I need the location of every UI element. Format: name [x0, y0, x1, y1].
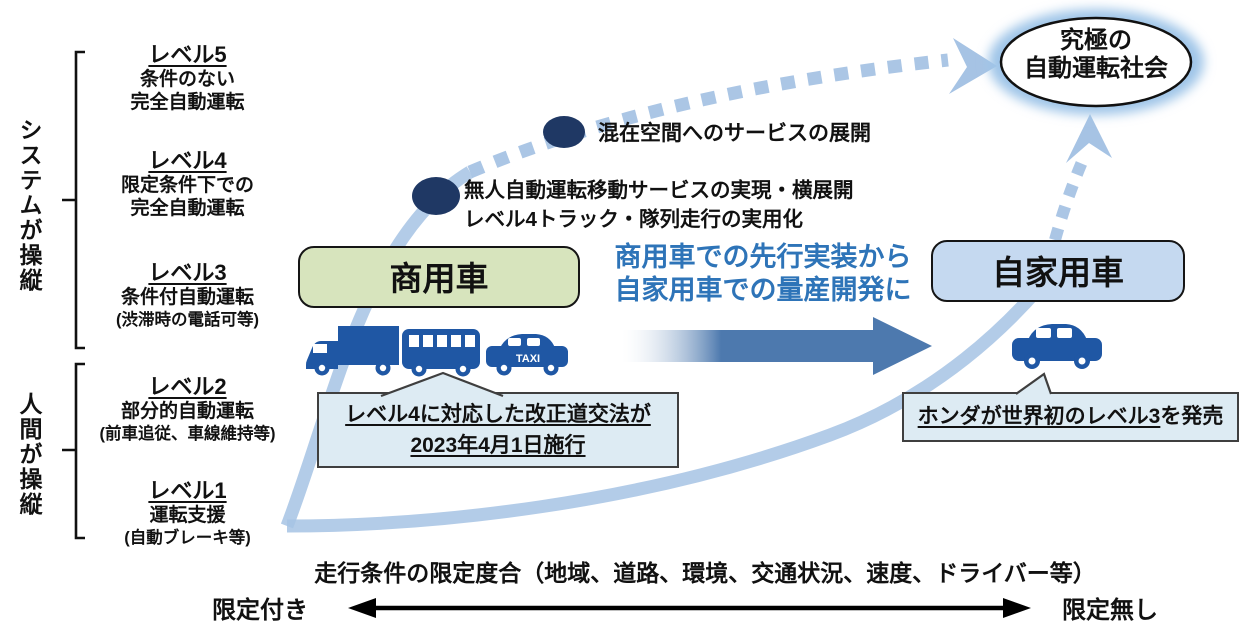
honda-callout: ホンダが世界初のレベル3を発売	[902, 392, 1239, 442]
limitation-axis-left-label: 限定付き	[212, 597, 308, 624]
arrowhead-commercial-path	[949, 38, 997, 94]
milestone-dot-unmanned	[412, 177, 460, 215]
limitation-axis-arrow	[348, 598, 1031, 618]
system-bracket	[62, 50, 85, 350]
milestone-unmanned-line-1: 無人自動運転移動サービスの実現・横展開	[464, 179, 854, 202]
center-message-line-1: 商用車での先行実装から	[614, 242, 912, 272]
level-2-desc-1: 部分的自動運転	[120, 401, 254, 422]
level-1-title: レベル1	[148, 478, 227, 503]
level-4-desc-2: 完全自動運転	[130, 198, 245, 219]
limitation-axis-title: 走行条件の限定度合（地域、道路、環境、交通状況、速度、ドライバー等）	[314, 560, 1096, 586]
taxi-icon: TAXI	[486, 334, 568, 376]
transition-arrow	[622, 317, 932, 375]
dashed-arrow-commercial-path	[467, 53, 949, 178]
shallow-growth-curve	[286, 248, 1074, 533]
taxi-label: TAXI	[516, 353, 540, 365]
honda-callout-rest: を発売	[1160, 405, 1224, 428]
law-callout-line-1: レベル4に対応した改正道交法が	[345, 403, 651, 426]
goal-ellipse	[999, 16, 1193, 108]
level-1-desc-1: 運転支援	[149, 505, 226, 526]
level-2-block: レベル2 部分的自動運転 (前車追従、車線維持等)	[85, 374, 290, 446]
human-operates-label: 人間が操縦	[16, 392, 42, 517]
level-5-title: レベル5	[148, 42, 227, 67]
level-2-desc-2: (前車追従、車線維持等)	[99, 425, 276, 443]
milestone-mixed-space-label: 混在空間へのサービスの展開	[598, 122, 871, 145]
goal-label-line-1: 究極の	[1060, 27, 1132, 54]
level-4-title: レベル4	[148, 148, 227, 173]
center-message: 商用車での先行実装から 自家用車での量産開発に	[596, 241, 930, 307]
level-3-block: レベル3 条件付自動運転 (渋滞時の電話可等)	[85, 260, 290, 332]
level-5-block: レベル5 条件のない 完全自動運転	[85, 42, 290, 114]
level-3-desc-2: (渋滞時の電話可等)	[116, 311, 259, 329]
milestone-dot-mixed-space	[543, 116, 585, 148]
arrowhead-private-path	[1066, 114, 1112, 163]
level-4-block: レベル4 限定条件下での 完全自動運転	[85, 148, 290, 220]
level-4-desc-1: 限定条件下での	[120, 175, 254, 196]
level-3-desc-1: 条件付自動運転	[120, 287, 254, 308]
level-3-title: レベル3	[148, 260, 227, 285]
law-callout-line-2: 2023年4月1日施行	[410, 434, 586, 457]
truck-icon	[306, 326, 399, 376]
limitation-axis-right-label: 限定無し	[1062, 597, 1158, 624]
center-message-line-2: 自家用車での量産開発に	[614, 275, 912, 305]
goal-label: 究極の 自動運転社会	[996, 27, 1196, 83]
bus-icon	[402, 329, 480, 377]
milestone-unmanned-line-2: レベル4トラック・隊列走行の実用化	[464, 208, 803, 231]
level-1-desc-2: (自動ブレーキ等)	[124, 529, 251, 547]
honda-callout-underlined: ホンダが世界初のレベル3	[917, 405, 1161, 428]
system-operates-label: システムが操縦	[16, 118, 42, 293]
milestone-unmanned-label: 無人自動運転移動サービスの実現・横展開 レベル4トラック・隊列走行の実用化	[464, 176, 854, 234]
human-bracket	[62, 362, 85, 540]
private-vehicle-box: 自家用車	[931, 240, 1185, 302]
goal-label-line-2: 自動運転社会	[1024, 55, 1168, 82]
level-1-block: レベル1 運転支援 (自動ブレーキ等)	[85, 478, 290, 550]
level-2-title: レベル2	[148, 374, 227, 399]
dashed-arrow-private-path	[1049, 159, 1088, 242]
car-icon	[1012, 324, 1102, 369]
law-callout: レベル4に対応した改正道交法が 2023年4月1日施行	[317, 392, 679, 468]
commercial-vehicle-box: 商用車	[298, 246, 580, 308]
level-5-desc-1: 条件のない	[139, 69, 235, 90]
level-5-desc-2: 完全自動運転	[130, 92, 245, 113]
